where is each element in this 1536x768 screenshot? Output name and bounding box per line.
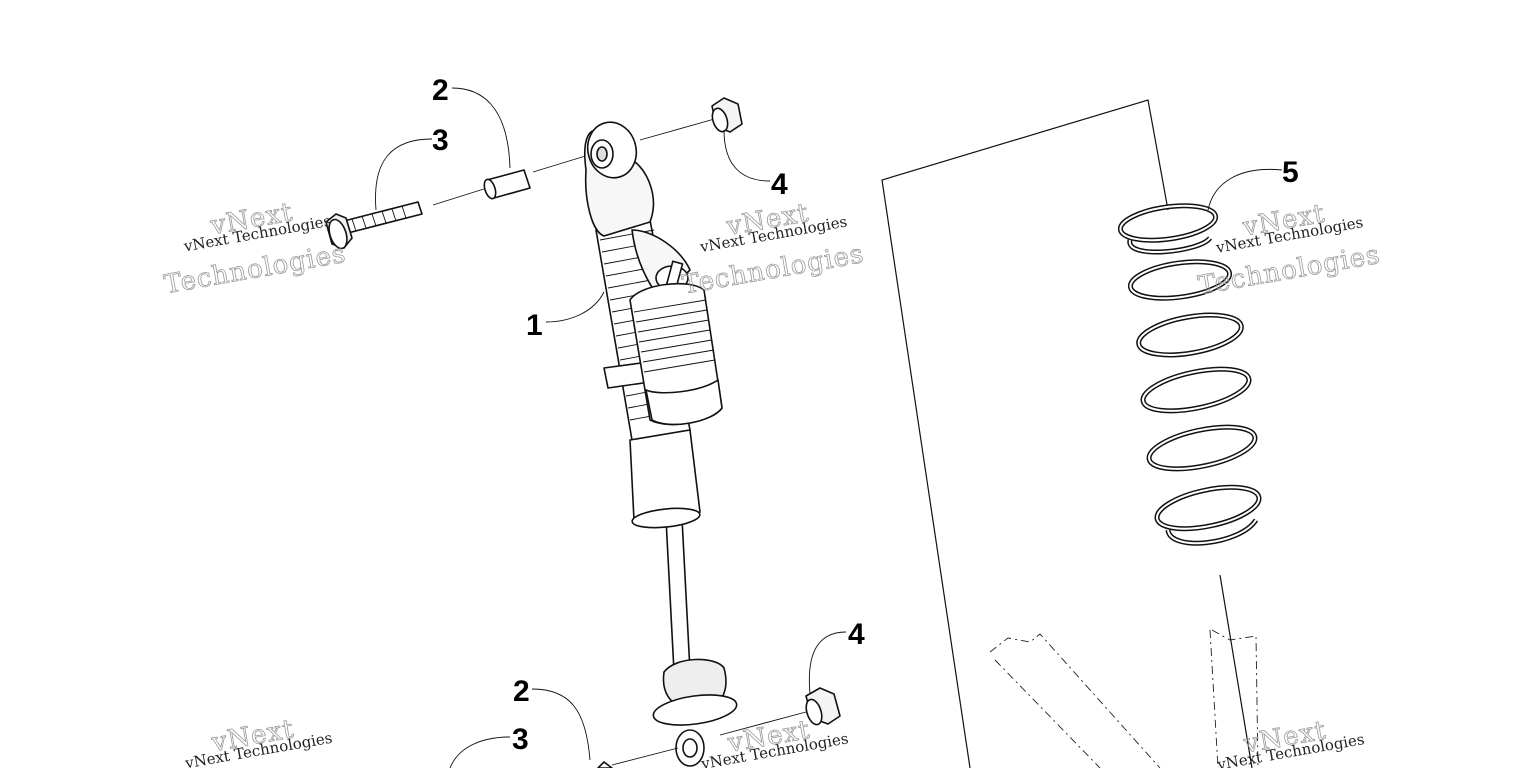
callout-4-top: 4 [771, 168, 788, 201]
spring-panel [881, 99, 1259, 768]
flange-nut-bottom [719, 687, 841, 736]
watermark-bottom-right: vNext vNext Technologies [1215, 715, 1366, 768]
flange-nut-top [711, 97, 743, 133]
callout-4-bottom: 4 [848, 618, 865, 651]
leader-lines [375, 87, 1283, 768]
bolt-bottom [597, 747, 679, 768]
shock-absorber [432, 117, 738, 767]
watermark-bottom-left: vNext vNext Technologies [183, 714, 334, 768]
callout-1: 1 [526, 309, 543, 342]
watermark-top-left: vNext vNext Technologies Technologies [162, 197, 349, 301]
bolt-top [325, 201, 423, 250]
callout-3-bottom: 3 [512, 723, 529, 756]
callout-2-bottom: 2 [513, 675, 530, 708]
spacer-sleeve-top [483, 169, 531, 200]
callout-2-top: 2 [432, 74, 449, 107]
callout-3-top: 3 [432, 124, 449, 157]
callout-5: 5 [1282, 156, 1299, 189]
watermark-top-right: vNext vNext Technologies Technologies [1196, 198, 1383, 301]
watermark-top-center: vNext vNext Technologies Technologies [680, 198, 867, 301]
coil-spring [1117, 203, 1262, 546]
